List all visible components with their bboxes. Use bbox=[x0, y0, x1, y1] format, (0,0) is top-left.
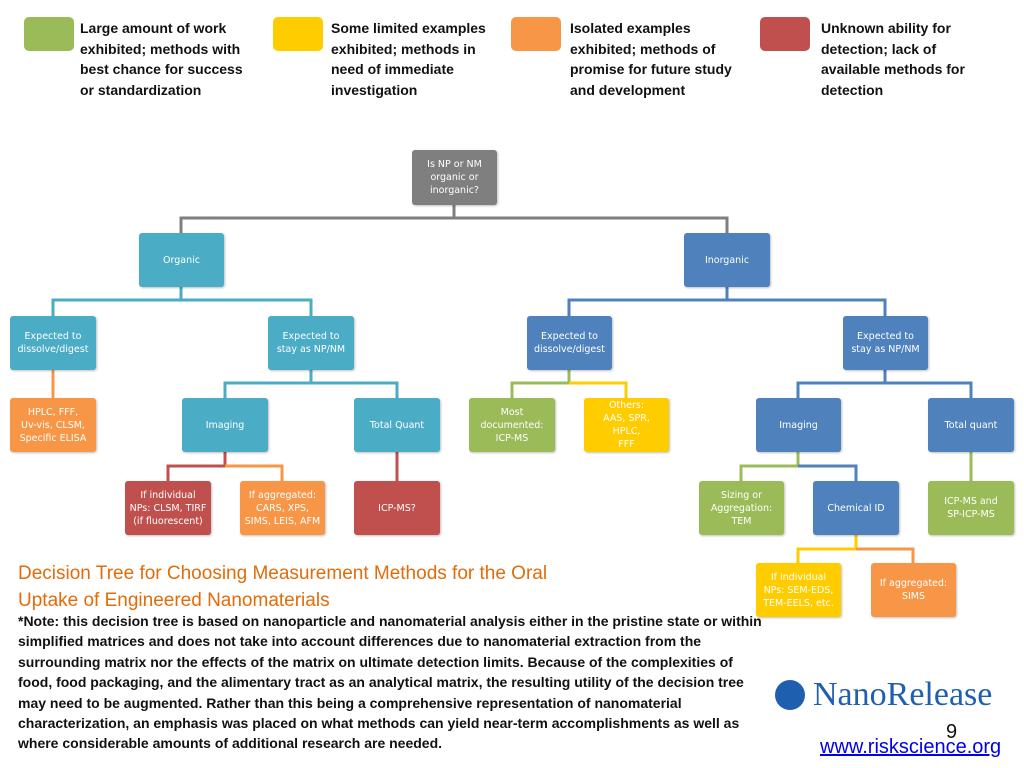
node-org-individual: If individual NPs: CLSM, TIRF (if fluore… bbox=[125, 481, 211, 535]
node-org-dissolve: Expected to dissolve/digest bbox=[10, 316, 96, 370]
node-org-aggregated: If aggregated: CARS, XPS, SIMS, LEIS, AF… bbox=[240, 481, 325, 535]
node-org-imaging: Imaging bbox=[182, 398, 268, 452]
legend-swatch-yellow bbox=[273, 17, 323, 51]
connector-root bbox=[179, 205, 456, 233]
connector-inorg-dissolve-green bbox=[510, 370, 571, 398]
legend-text-red: Unknown ability for detection; lack of a… bbox=[821, 20, 965, 98]
connector-inorganic-right bbox=[727, 298, 887, 316]
connector-chem-orange bbox=[856, 547, 915, 563]
connector-inorg-dissolve-yellow bbox=[569, 381, 628, 398]
node-org-total: Total Quant bbox=[354, 398, 440, 452]
logo-dot-icon bbox=[775, 680, 805, 710]
nanorelease-logo: NanoRelease bbox=[775, 676, 992, 714]
node-most-documented: Most documented: ICP-MS bbox=[469, 398, 555, 452]
footnote: *Note: this decision tree is based on na… bbox=[18, 613, 762, 752]
connector-organic bbox=[51, 287, 183, 316]
website-link[interactable]: www.riskscience.org bbox=[820, 736, 1002, 758]
node-root: Is NP or NM organic or inorganic? bbox=[412, 150, 497, 205]
connector-chem-yellow bbox=[796, 534, 858, 563]
diagram-title-line1: Decision Tree for Choosing Measurement M… bbox=[18, 563, 548, 584]
node-hplc: HPLC, FFF, Uv-vis, CLSM, Specific ELISA bbox=[10, 398, 96, 452]
connector-org-stay bbox=[223, 370, 313, 398]
connector-inorg-stay-right bbox=[885, 381, 973, 398]
node-icpms-question: ICP-MS? bbox=[354, 481, 440, 535]
node-chem-id: Chemical ID bbox=[813, 481, 899, 535]
node-inorganic: Inorganic bbox=[684, 233, 770, 287]
page-number: 9 bbox=[946, 721, 958, 743]
connector-org-imaging-orange bbox=[225, 464, 284, 481]
connector-inorg-imaging-blue bbox=[798, 464, 858, 481]
node-inorg-total: Total quant bbox=[928, 398, 1014, 452]
connector-org-stay-right bbox=[311, 381, 399, 398]
legend-swatch-green bbox=[24, 17, 74, 51]
node-sizing: Sizing or Aggregation: TEM bbox=[699, 481, 784, 535]
node-inorg-stay: Expected to stay as NP/NM bbox=[843, 316, 928, 370]
legend-text-yellow: Some limited examples exhibited; methods… bbox=[331, 20, 486, 98]
node-organic: Organic bbox=[139, 233, 224, 287]
node-others: Others: AAS, SPR, HPLC, FFF bbox=[584, 398, 669, 452]
node-inorg-dissolve: Expected to dissolve/digest bbox=[527, 316, 612, 370]
connector-root-right bbox=[454, 216, 729, 233]
legend-text-green: Large amount of work exhibited; methods … bbox=[80, 20, 243, 98]
connector-inorg-imaging-green bbox=[739, 452, 800, 481]
connector-org-imaging-red bbox=[166, 452, 227, 481]
node-inorg-individual: If individual NPs: SEM-EDS, TEM-EELS, et… bbox=[756, 563, 841, 617]
legend-text-orange: Isolated examples exhibited; methods of … bbox=[570, 20, 732, 98]
connector-inorg-stay bbox=[796, 370, 887, 398]
node-inorg-aggregated: If aggregated: SIMS bbox=[871, 563, 956, 617]
legend-swatch-red bbox=[760, 17, 810, 51]
connector-inorganic bbox=[567, 287, 729, 316]
node-org-stay: Expected to stay as NP/NM bbox=[268, 316, 354, 370]
connector-organic-right bbox=[181, 298, 313, 316]
logo-text: NanoRelease bbox=[813, 676, 993, 713]
diagram-title-line2: Uptake of Engineered Nanomaterials bbox=[18, 590, 330, 611]
node-inorg-imaging: Imaging bbox=[756, 398, 841, 452]
legend-swatch-orange bbox=[511, 17, 561, 51]
node-icpms-sp: ICP-MS and SP-ICP-MS bbox=[928, 481, 1014, 535]
